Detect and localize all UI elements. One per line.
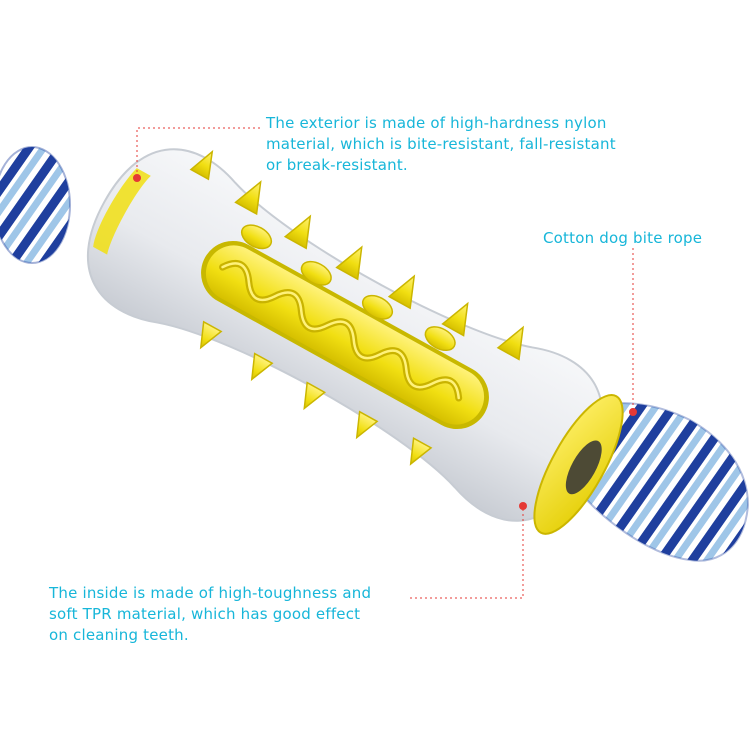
callout-exterior: The exterior is made of high-hardness ny… xyxy=(266,113,616,176)
top-nubs xyxy=(189,149,525,361)
leader-line-exterior xyxy=(136,127,260,175)
leader-dot-rope xyxy=(629,408,637,416)
bottom-nubs xyxy=(199,320,433,466)
callout-inside-line-3: on cleaning teeth. xyxy=(49,626,189,644)
chew-toy-body xyxy=(86,148,624,535)
callout-rope: Cotton dog bite rope xyxy=(543,228,702,249)
callout-exterior-line-2: material, which is bite-resistant, fall-… xyxy=(266,135,616,153)
callout-inside-line-2: soft TPR material, which has good effect xyxy=(49,605,361,623)
callout-inside: The inside is made of high-toughness and… xyxy=(49,583,371,646)
leader-dot-exterior xyxy=(133,174,141,182)
callout-inside-line-1: The inside is made of high-toughness and xyxy=(49,584,372,602)
leader-lines xyxy=(136,127,634,599)
callout-exterior-line-1: The exterior is made of high-hardness ny… xyxy=(266,114,607,132)
callout-rope-line-1: Cotton dog bite rope xyxy=(543,229,703,247)
leader-dot-inside xyxy=(519,502,527,510)
callout-exterior-line-3: or break-resistant. xyxy=(266,156,408,174)
leader-dots xyxy=(133,174,637,510)
leader-line-inside xyxy=(410,508,524,599)
left-rope xyxy=(0,146,71,264)
